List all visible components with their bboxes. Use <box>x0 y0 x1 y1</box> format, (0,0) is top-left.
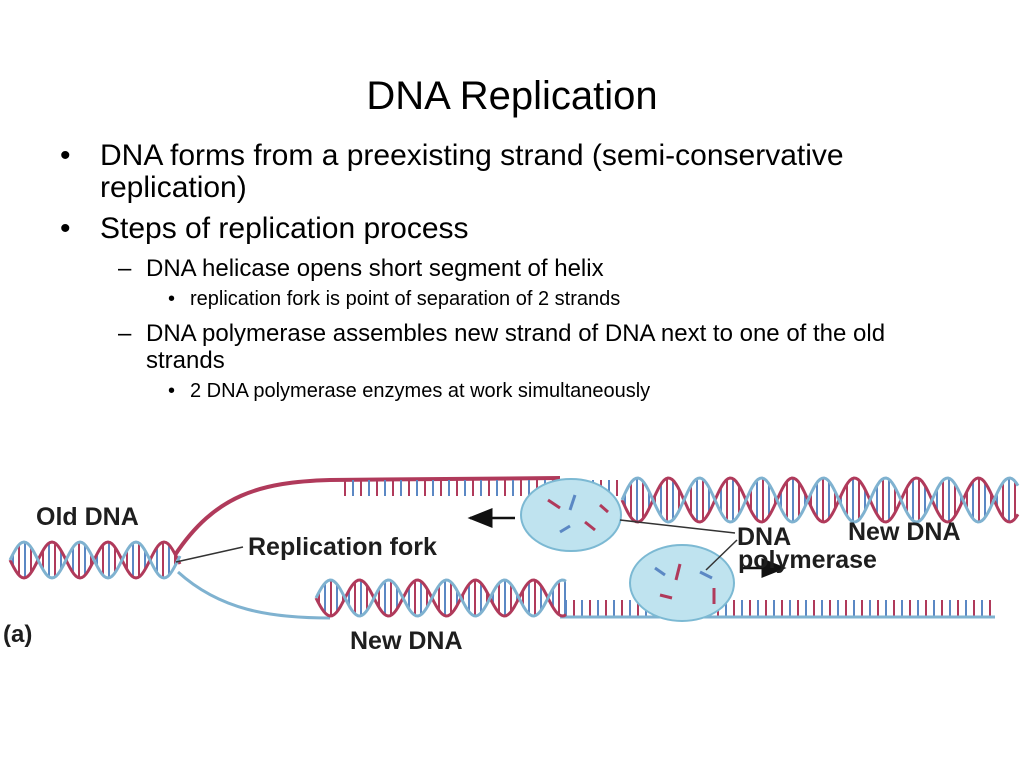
label-dna-polymerase-line2: polymerase <box>738 546 877 574</box>
new-dna-top-base-pairs <box>624 478 1016 522</box>
subsubbullet-fork: • replication fork is point of separatio… <box>168 287 928 311</box>
label-new-dna-right: New DNA <box>848 518 961 546</box>
bullet-text: replication fork is point of separation … <box>190 288 621 310</box>
bullet-text: 2 DNA polymerase enzymes at work simulta… <box>190 380 651 402</box>
dash-marker: – <box>118 255 132 282</box>
bullet-marker: • <box>60 139 71 172</box>
bullet-text: Steps of replication process <box>100 212 469 245</box>
bullet-semi-conservative: • DNA forms from a preexisting strand (s… <box>60 140 960 204</box>
subsubbullet-enzymes: • 2 DNA polymerase enzymes at work simul… <box>168 379 928 403</box>
label-replication-fork: Replication fork <box>248 533 437 561</box>
subbullet-polymerase: – DNA polymerase assembles new strand of… <box>118 320 938 374</box>
label-panel-a: (a) <box>3 621 32 648</box>
bullet-steps: • Steps of replication process <box>60 213 960 245</box>
leader-polymerase-lower <box>705 539 738 571</box>
new-dna-bottom-strand-a <box>314 578 567 618</box>
bullet-marker: • <box>168 380 176 402</box>
subbullet-helicase: – DNA helicase opens short segment of he… <box>118 255 938 282</box>
dna-polymerase-enzyme-lower <box>629 544 735 622</box>
bullet-marker: • <box>60 212 71 245</box>
new-dna-top-strand-a <box>620 476 1020 524</box>
bullet-text: DNA helicase opens short segment of heli… <box>146 255 604 282</box>
upper-template-strand <box>173 476 561 557</box>
dash-marker: – <box>118 320 132 347</box>
label-dna-polymerase-line1: DNA <box>737 523 791 551</box>
slide-title: DNA Replication <box>366 74 658 118</box>
bullet-text: DNA polymerase assembles new strand of D… <box>146 320 886 374</box>
leader-fork <box>175 546 244 563</box>
label-old-dna: Old DNA <box>36 503 139 531</box>
new-dna-bottom-strand-b <box>314 578 567 618</box>
lower-template-strand <box>176 570 331 620</box>
new-dna-helix-top <box>620 476 1020 524</box>
leader-polymerase-upper <box>619 519 736 534</box>
old-dna-strand-b <box>8 540 182 580</box>
bullet-text: DNA forms from a preexisting strand (sem… <box>100 139 844 204</box>
lower-base-ticks <box>565 600 991 616</box>
dna-replication-figure: Old DNA Replication fork DNA polymerase … <box>3 476 1020 655</box>
new-dna-helix-bottom <box>314 578 567 618</box>
bullet-marker: • <box>168 288 176 310</box>
old-dna-helix <box>8 540 182 580</box>
dna-polymerase-enzyme-upper <box>520 478 622 552</box>
new-dna-top-strand-b <box>620 476 1020 524</box>
label-new-dna-bottom: New DNA <box>350 627 463 655</box>
new-dna-bottom-base-pairs <box>318 580 566 616</box>
